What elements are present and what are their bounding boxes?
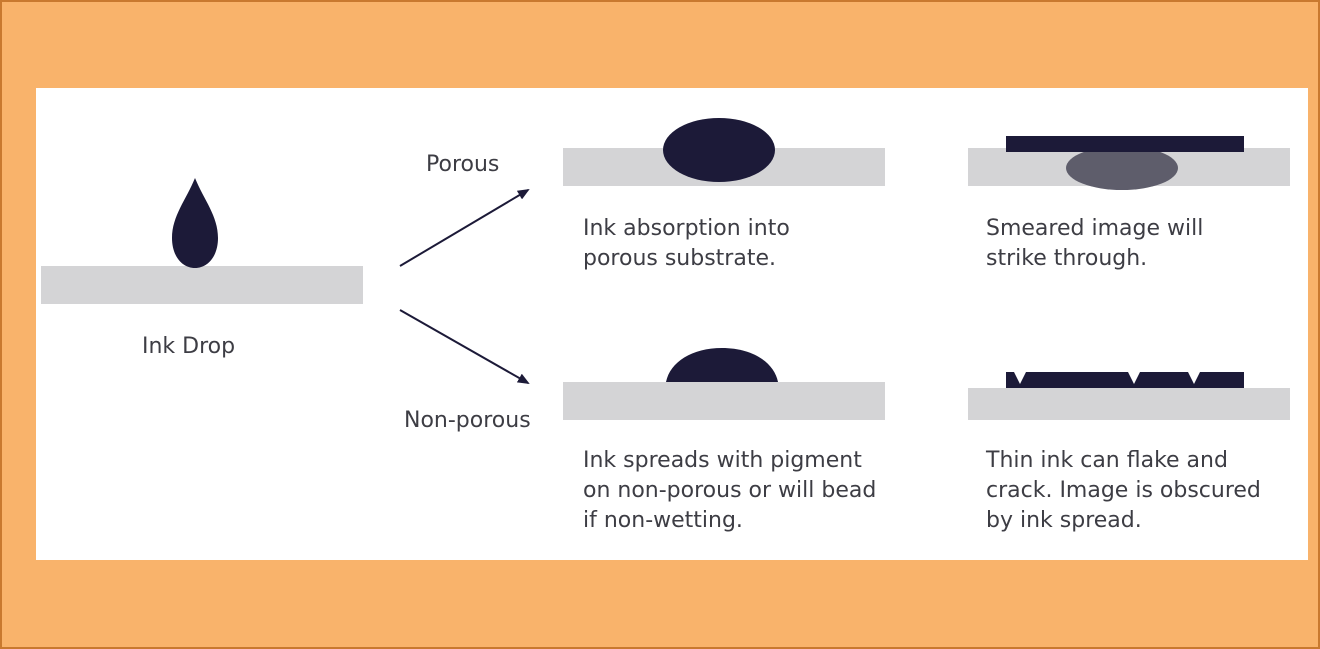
- ink-substrate-diagram: [41, 118, 1290, 420]
- arrow-porous: [399, 188, 530, 267]
- substrate-non-porous-spread: [563, 382, 885, 420]
- caption-non-porous-result: Thin ink can flake and crack. Image is o…: [986, 448, 1261, 533]
- substrate-ink-drop: [41, 266, 363, 304]
- ink-smeared-layer: [1006, 136, 1244, 152]
- ink-cracked-layer: [1006, 372, 1244, 388]
- ink-bead-shape: [666, 348, 778, 382]
- caption-porous-absorption: Ink absorption into porous substrate.: [583, 216, 790, 271]
- arrow-non-porous: [399, 309, 530, 384]
- ink-drop-label: Ink Drop: [142, 334, 236, 359]
- diagram-panel: Ink Drop Porous Non-porous Ink absorptio…: [36, 88, 1308, 560]
- non-porous-label: Non-porous: [404, 408, 531, 433]
- ink-absorbed-blob: [663, 118, 775, 182]
- caption-porous-result: Smeared image will strike through.: [986, 216, 1204, 271]
- porous-label: Porous: [426, 152, 500, 177]
- ink-drop-shape: [172, 178, 218, 268]
- ink-strike-through: [1066, 146, 1178, 190]
- substrate-non-porous-result: [968, 388, 1290, 420]
- caption-non-porous-spread: Ink spreads with pigment on non-porous o…: [583, 448, 877, 533]
